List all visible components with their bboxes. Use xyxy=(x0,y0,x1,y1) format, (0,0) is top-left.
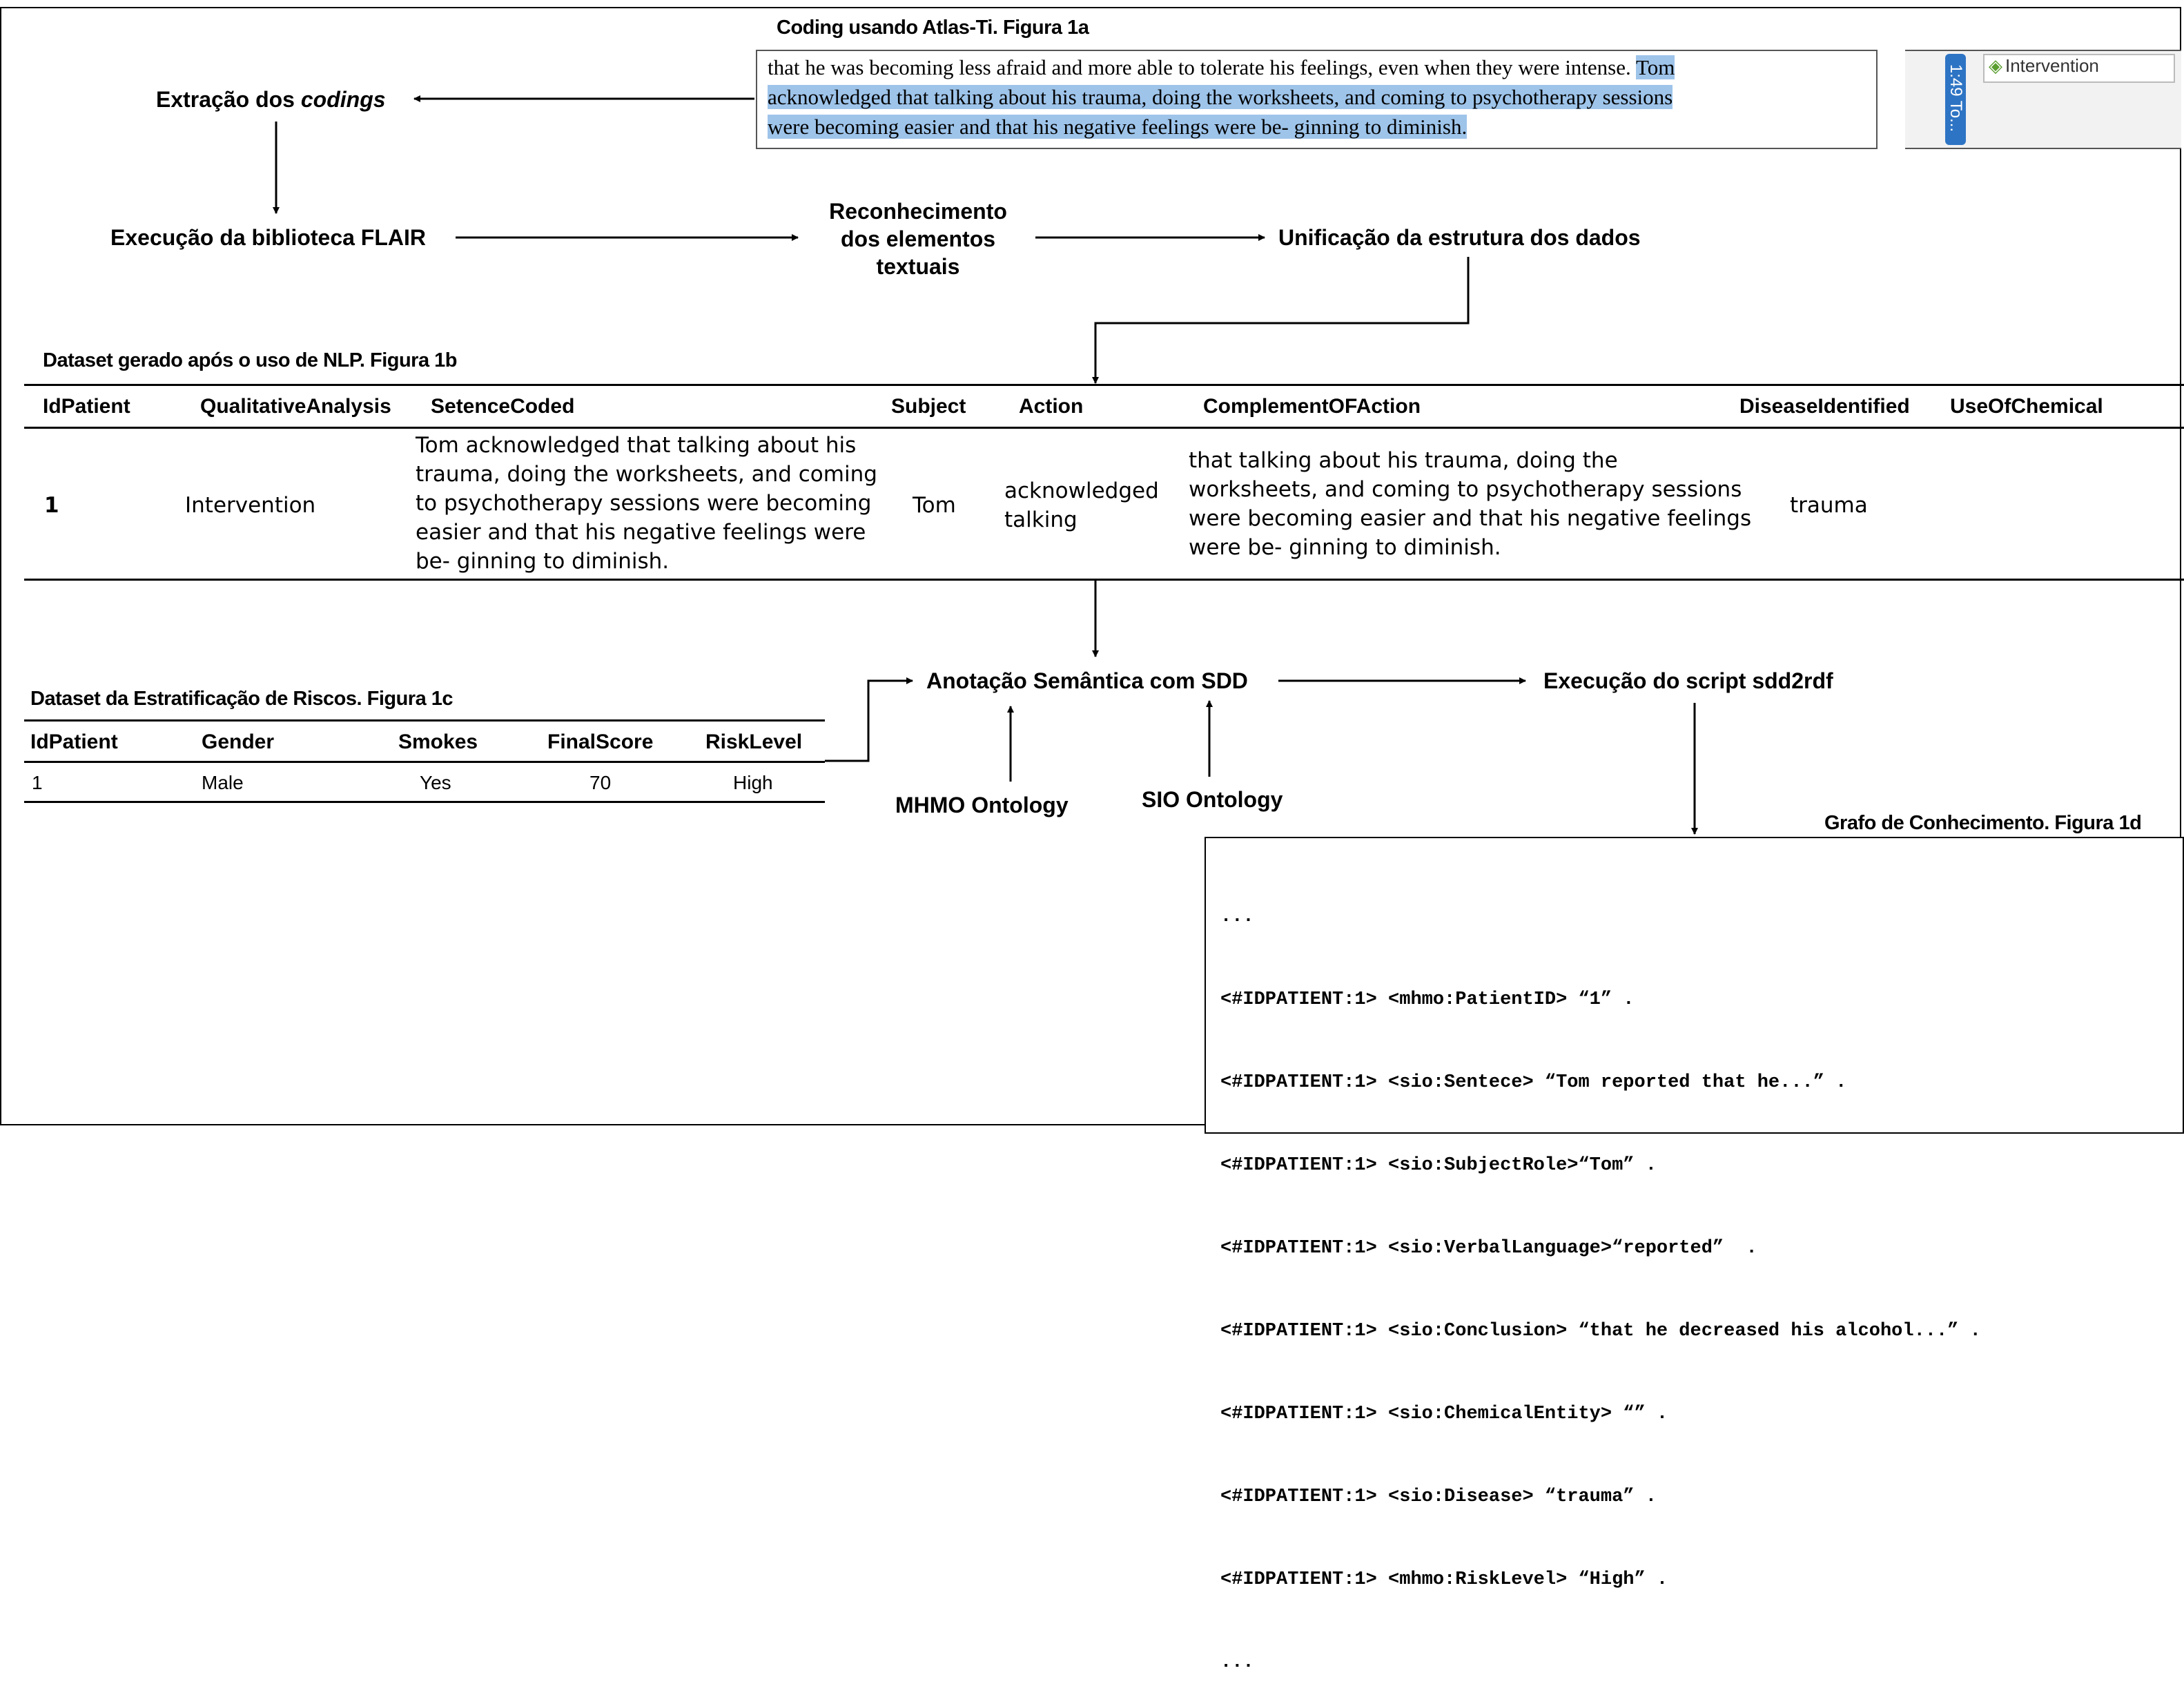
sentence-line: be- ginning to diminish. xyxy=(416,549,670,574)
nlp-header-chemical: UseOfChemical xyxy=(1950,395,2103,418)
risk-table-bottom-rule xyxy=(24,801,825,803)
code-tag[interactable]: ◈Intervention xyxy=(1983,54,2175,83)
step-anotacao: Anotação Semântica com SDD xyxy=(926,668,1248,693)
step-reconhecimento-line-2: dos elementos xyxy=(840,226,996,251)
quotation-bar[interactable]: 1:49 To... xyxy=(1945,54,1966,145)
nlp-table-bottom-rule xyxy=(24,579,2184,581)
atlas-caption: Coding usando Atlas-Ti. Figura 1a xyxy=(777,17,1089,39)
rdf-line: <#IDPATIENT:1> <sio:SubjectRole>“Tom” . xyxy=(1220,1155,1657,1176)
flow-arrows xyxy=(273,95,1698,835)
risk-header-idpatient: IdPatient xyxy=(30,730,118,753)
rdf-output-box xyxy=(1205,837,2184,1134)
atlas-text-highlight-1: Tom xyxy=(1635,55,1675,79)
nlp-table-header-rule xyxy=(24,427,2184,429)
rdf-line: <#IDPATIENT:1> <mhmo:PatientID> “1” . xyxy=(1220,989,1635,1010)
rdf-line: ... xyxy=(1220,1652,1254,1673)
risk-cell-smokes: Yes xyxy=(420,772,451,793)
complement-line: worksheets, and coming to psychotherapy … xyxy=(1189,477,1742,502)
risk-cell-finalscore: 70 xyxy=(589,772,612,793)
nlp-header-subject: Subject xyxy=(891,395,966,418)
step-extracao: Extração dos codings xyxy=(156,87,386,113)
nlp-cell-sentence: Tom acknowledged that talking about his … xyxy=(416,431,877,576)
rdf-line: <#IDPATIENT:1> <sio:VerbalLanguage>“repo… xyxy=(1220,1238,1757,1259)
atlas-text-highlight-2: acknowledged that talking about his trau… xyxy=(768,85,1673,109)
step-unificacao: Unificação da estrutura dos dados xyxy=(1278,225,1641,250)
step-extracao-label: Extração dos xyxy=(156,87,301,112)
sentence-line: to psychotherapy sessions were becoming xyxy=(416,491,872,516)
nlp-cell-subject: Tom xyxy=(913,493,956,518)
rdf-line: ... xyxy=(1220,907,1254,927)
rdf-line: <#IDPATIENT:1> <sio:Disease> “trauma” . xyxy=(1220,1487,1657,1507)
complement-line: were becoming easier and that his negati… xyxy=(1189,506,1752,531)
rdf-line: <#IDPATIENT:1> <sio:Conclusion> “that he… xyxy=(1220,1321,1981,1342)
atlas-text-highlight-3: were becoming easier and that his negati… xyxy=(768,115,1468,139)
step-flair: Execução da biblioteca FLAIR xyxy=(110,225,426,250)
nlp-cell-qualitative: Intervention xyxy=(185,493,316,518)
risk-header-gender: Gender xyxy=(202,730,275,753)
sentence-line: trauma, doing the worksheets, and coming xyxy=(416,462,877,487)
risk-table-top-rule xyxy=(24,719,825,722)
nlp-cell-id: 1 xyxy=(44,493,59,518)
step-reconhecimento-line-3: textuais xyxy=(876,254,960,279)
nlp-table-caption: Dataset gerado após o uso de NLP. Figura… xyxy=(43,349,458,371)
nlp-header-complement: ComplementOFAction xyxy=(1203,395,1421,418)
nlp-cell-disease: trauma xyxy=(1790,493,1868,518)
action-line: acknowledged xyxy=(1004,478,1159,503)
rdf-line: <#IDPATIENT:1> <sio:Sentece> “Tom report… xyxy=(1220,1072,1847,1093)
nlp-header-disease: DiseaseIdentified xyxy=(1739,395,1910,418)
nlp-cell-complement: that talking about his trauma, doing the… xyxy=(1189,446,1751,562)
nlp-header-action: Action xyxy=(1019,395,1084,418)
step-execucao-script: Execução do script sdd2rdf xyxy=(1543,668,1833,693)
risk-header-finalscore: FinalScore xyxy=(547,730,654,753)
risk-cell-risklevel: High xyxy=(733,772,773,793)
complement-line: that talking about his trauma, doing the xyxy=(1189,448,1618,473)
figure-frame xyxy=(0,7,2181,1125)
action-line: talking xyxy=(1004,507,1078,532)
risk-cell-id: 1 xyxy=(32,772,43,793)
step-reconhecimento: Reconhecimento dos elementos textuais xyxy=(801,197,1035,280)
rdf-line: <#IDPATIENT:1> <mhmo:RiskLevel> “High” . xyxy=(1220,1569,1668,1590)
arrow-unificacao-to-nlp-table xyxy=(1092,257,1470,384)
nlp-header-qualitative: QualitativeAnalysis xyxy=(200,395,391,418)
step-extracao-em: codings xyxy=(300,87,386,112)
step-reconhecimento-line-1: Reconhecimento xyxy=(829,199,1007,224)
risk-table-caption: Dataset da Estratificação de Riscos. Fig… xyxy=(30,688,454,710)
nlp-table-top-rule xyxy=(24,384,2184,386)
atlas-document-text: that he was becoming less afraid and mor… xyxy=(768,52,1903,142)
risk-table-header-rule xyxy=(24,761,825,763)
sio-ontology-label: SIO Ontology xyxy=(1142,787,1283,812)
nlp-header-sentence: SetenceCoded xyxy=(431,395,575,418)
complement-line: were be- ginning to diminish. xyxy=(1189,535,1501,560)
risk-header-risklevel: RiskLevel xyxy=(705,730,803,753)
nlp-cell-action: acknowledged talking xyxy=(1004,476,1159,534)
arrow-risk-table-to-anotacao xyxy=(825,677,913,762)
code-tag-label: Intervention xyxy=(2005,55,2099,76)
mhmo-ontology-label: MHMO Ontology xyxy=(895,793,1069,817)
atlas-text-plain: that he was becoming less afraid and mor… xyxy=(768,55,1636,79)
nlp-header-idpatient: IdPatient xyxy=(43,395,130,418)
risk-cell-gender: Male xyxy=(202,772,244,793)
code-leaf-icon: ◈ xyxy=(1989,55,2002,76)
sentence-line: easier and that his negative feelings we… xyxy=(416,520,866,545)
sentence-line: Tom acknowledged that talking about his xyxy=(416,433,857,458)
graph-caption: Grafo de Conhecimento. Figura 1d xyxy=(1824,812,2142,834)
rdf-line: <#IDPATIENT:1> <sio:ChemicalEntity> “” . xyxy=(1220,1404,1668,1424)
risk-header-smokes: Smokes xyxy=(398,730,478,753)
